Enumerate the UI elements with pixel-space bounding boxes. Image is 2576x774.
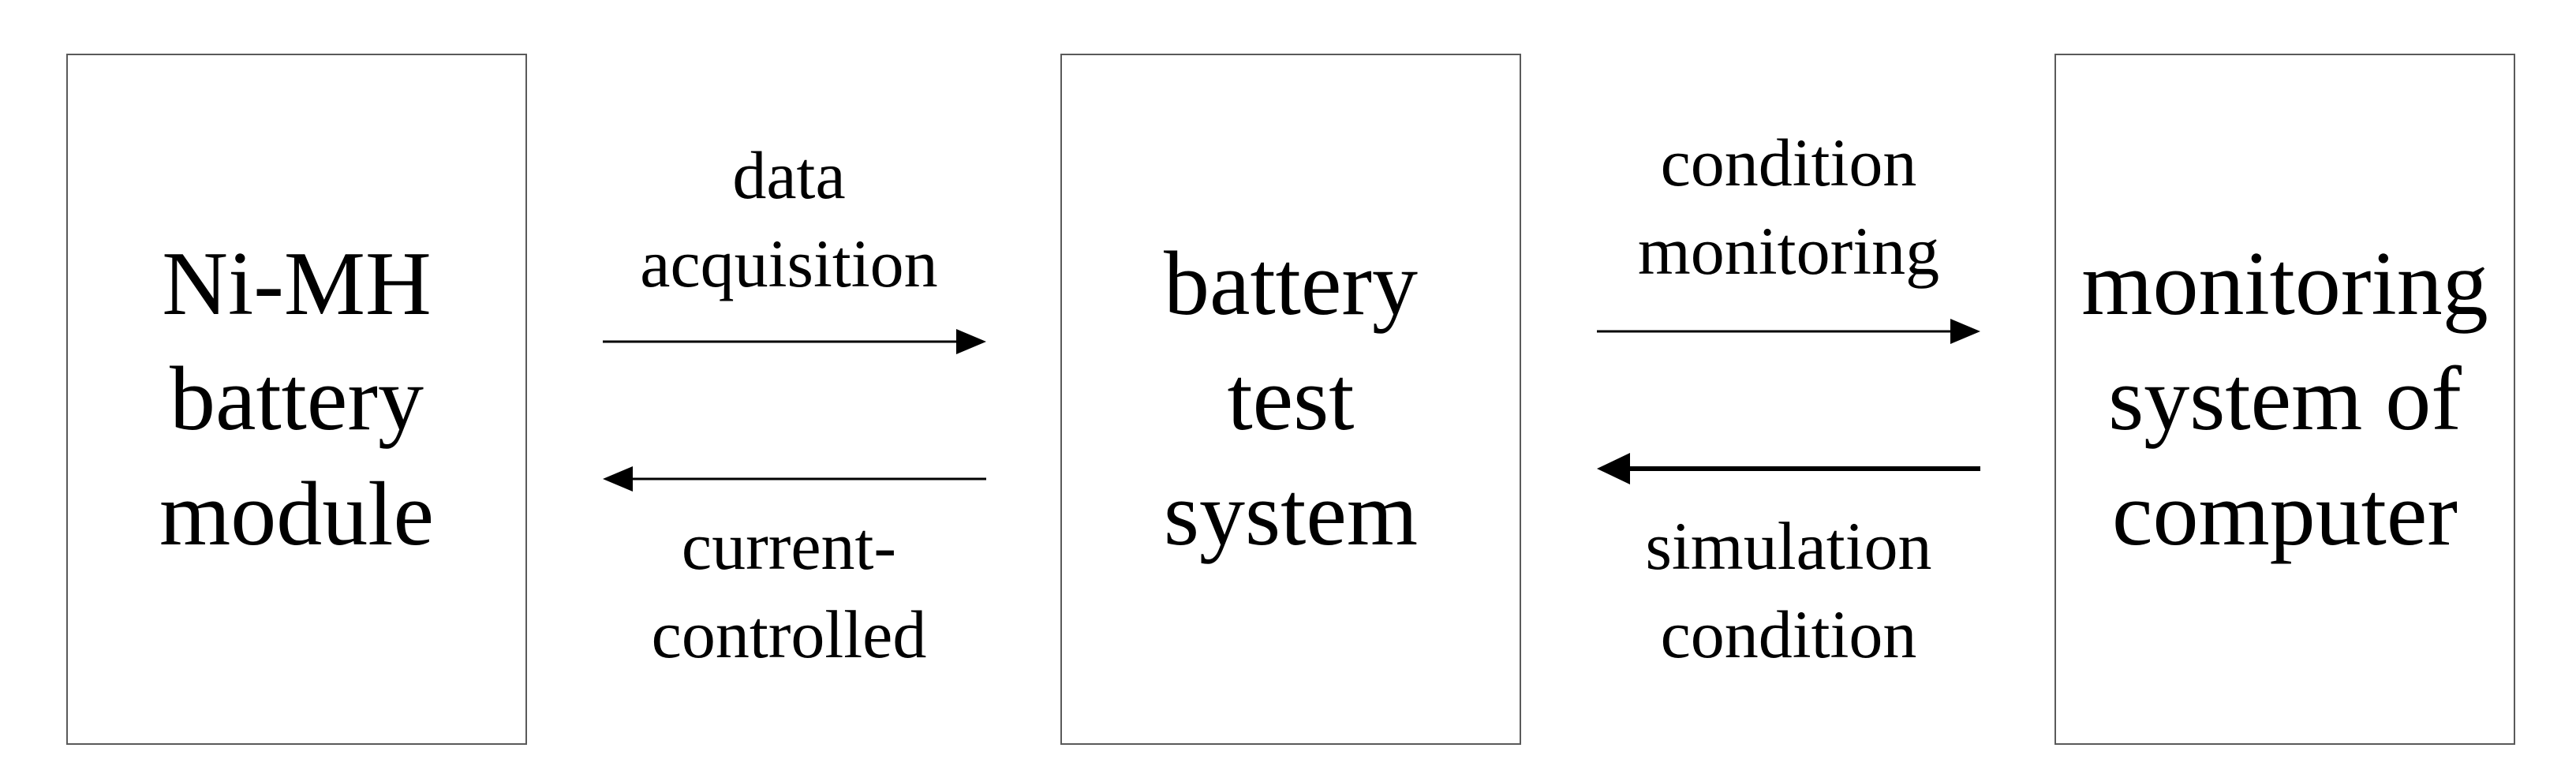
condition-monitoring-label: condition monitoring: [1637, 125, 1940, 289]
simulation-condition-label: simulation condition: [1645, 508, 1932, 672]
monitoring-system-box: monitoring system of computer: [2054, 54, 2515, 745]
current-controlled-arrow: [603, 466, 986, 492]
battery-module-label: Ni-MH battery module: [159, 234, 434, 565]
simulation-condition-arrow: [1597, 453, 1980, 484]
current-controlled-label: current- controlled: [651, 508, 927, 672]
data-acquisition-label: data acquisition: [640, 137, 938, 301]
monitoring-system-label: monitoring system of computer: [2081, 234, 2488, 565]
data-acquisition-arrow: [603, 329, 986, 354]
condition-monitoring-arrow: [1597, 319, 1980, 344]
battery-test-system-box: battery test system: [1060, 54, 1521, 745]
battery-test-system-label: battery test system: [1163, 234, 1419, 565]
battery-module-box: Ni-MH battery module: [66, 54, 527, 745]
